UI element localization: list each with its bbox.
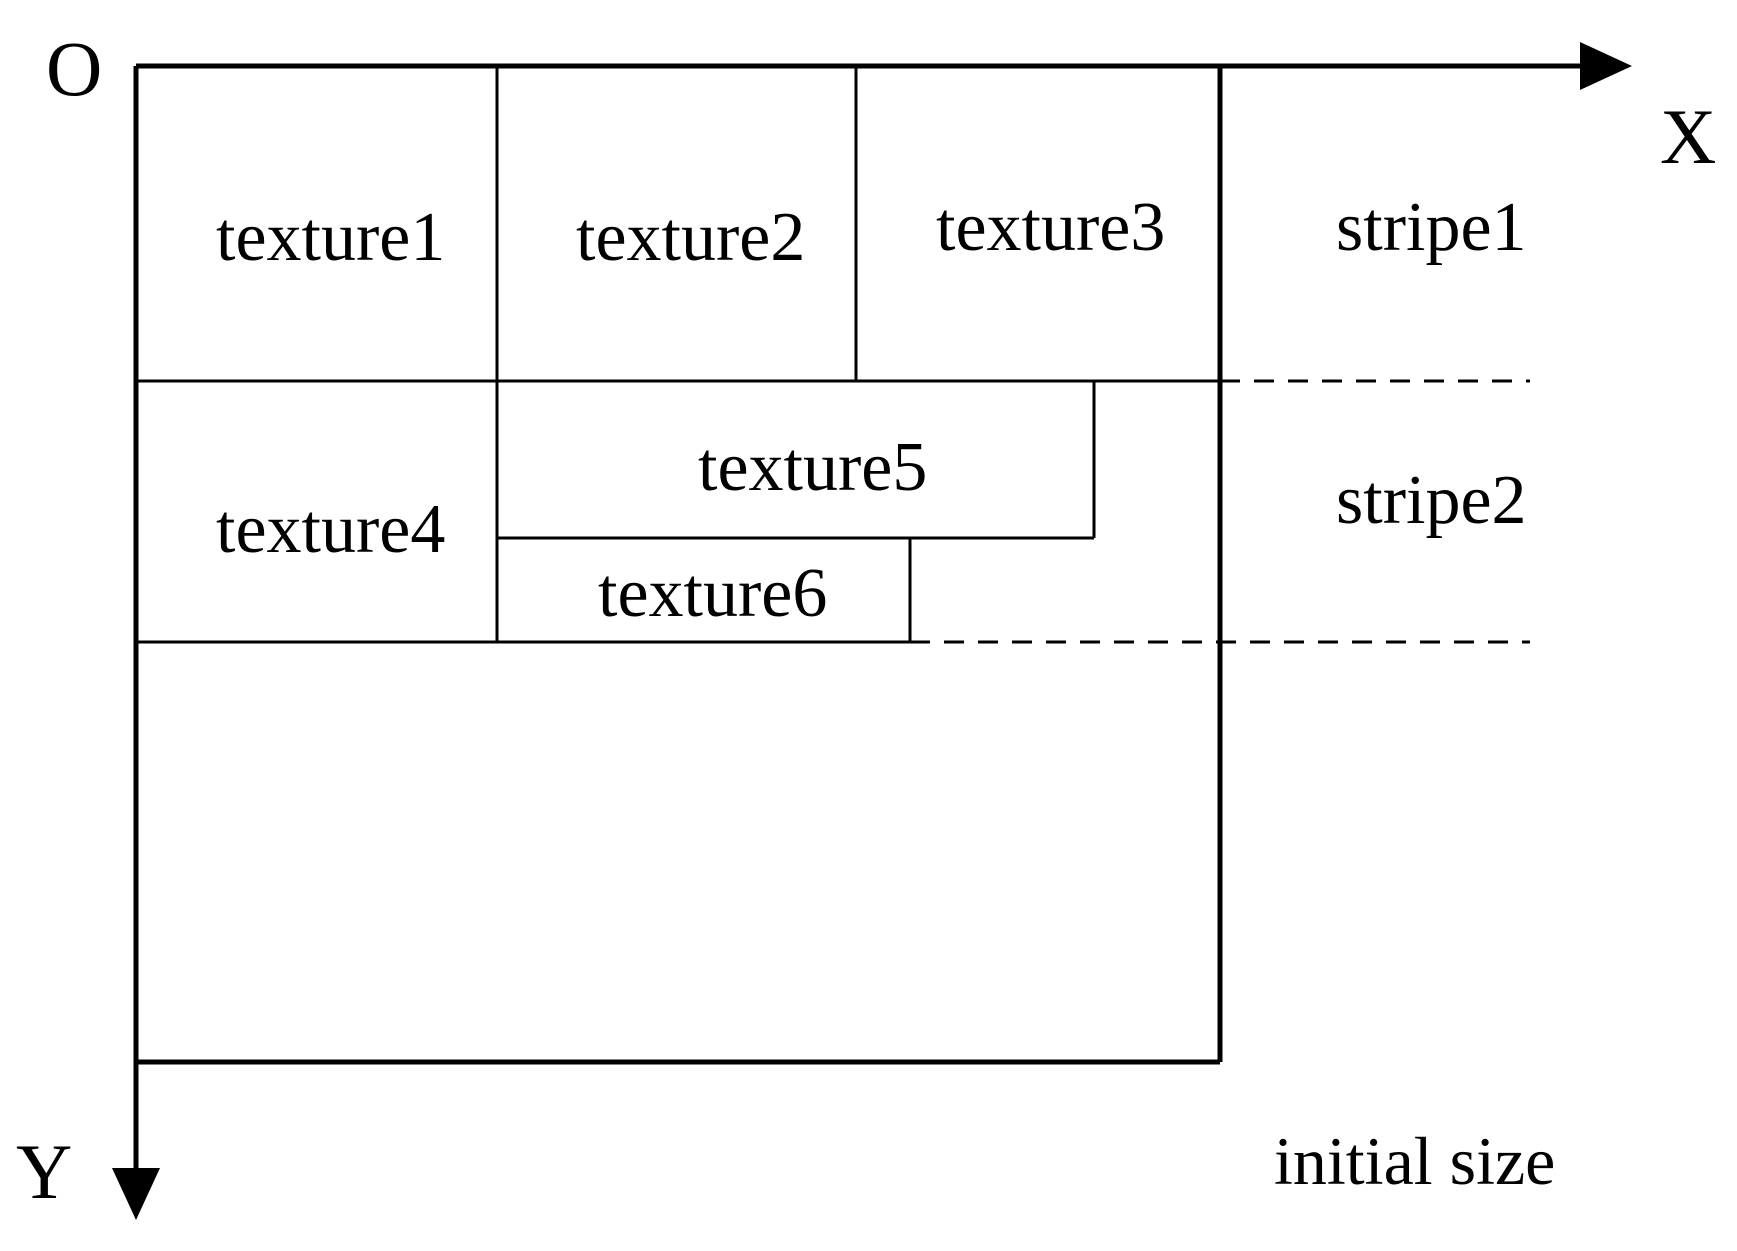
y-axis-arrowhead [112, 1168, 160, 1220]
stripe2-label: stripe2 [1336, 462, 1527, 539]
initial-size-caption: initial size [1274, 1123, 1555, 1199]
texture1-label: texture1 [216, 199, 445, 276]
texture3-label: texture3 [936, 189, 1165, 266]
texture6-label: texture6 [598, 555, 827, 632]
texture2-label: texture2 [576, 199, 805, 276]
x-axis-arrowhead [1580, 42, 1632, 90]
texture4-label: texture4 [216, 491, 445, 568]
origin-label: O [46, 25, 102, 112]
stripe1-label: stripe1 [1336, 189, 1527, 266]
texture5-label: texture5 [698, 429, 927, 506]
x-axis-label: X [1660, 93, 1716, 180]
y-axis-label: Y [16, 1128, 72, 1215]
